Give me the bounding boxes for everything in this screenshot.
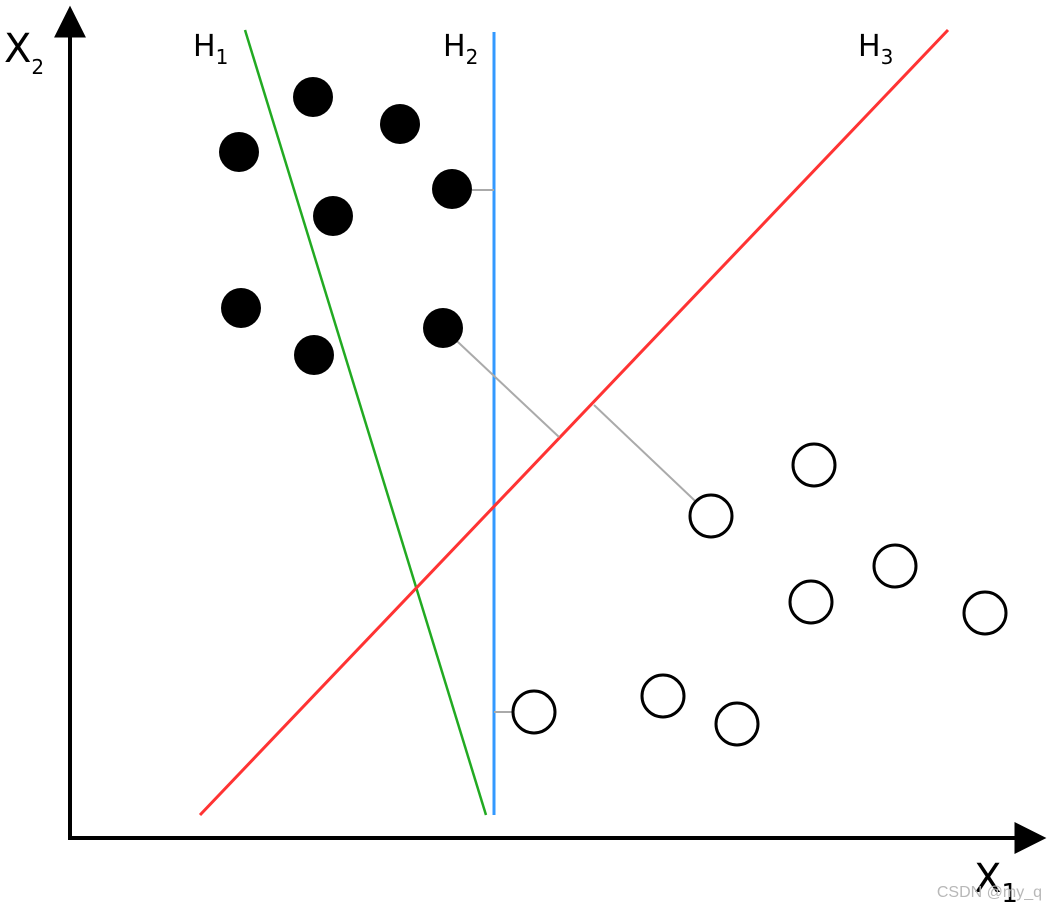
hollow-point [714, 701, 760, 747]
filled-point [432, 169, 472, 209]
y-axis-label: X2 [4, 26, 44, 79]
hollow-point [788, 579, 834, 625]
margin-line-h3-upper [442, 327, 560, 438]
hollow-class-points [511, 442, 1008, 747]
margin-line-h3-lower [593, 404, 712, 517]
hollow-point [688, 493, 734, 539]
hollow-point [872, 543, 918, 589]
filled-point [219, 132, 259, 172]
h1-label: H1 [193, 29, 228, 69]
filled-point [423, 308, 463, 348]
filled-point [293, 77, 333, 117]
hollow-point [791, 442, 837, 488]
h2-label: H2 [443, 29, 478, 69]
x-axis-label: X1 [974, 856, 1018, 909]
hyperplane-h1-line [243, 29, 488, 816]
filled-point [380, 104, 420, 144]
filled-point [294, 335, 334, 375]
filled-point [313, 196, 353, 236]
watermark-text: CSDN @my_q [936, 884, 1042, 901]
hyperplane-h3-line [198, 28, 950, 817]
hollow-point [511, 689, 557, 735]
filled-class-points [219, 77, 472, 375]
hollow-point [640, 673, 686, 719]
hollow-point [962, 590, 1008, 636]
filled-point [221, 288, 261, 328]
h3-label: H3 [858, 29, 893, 69]
